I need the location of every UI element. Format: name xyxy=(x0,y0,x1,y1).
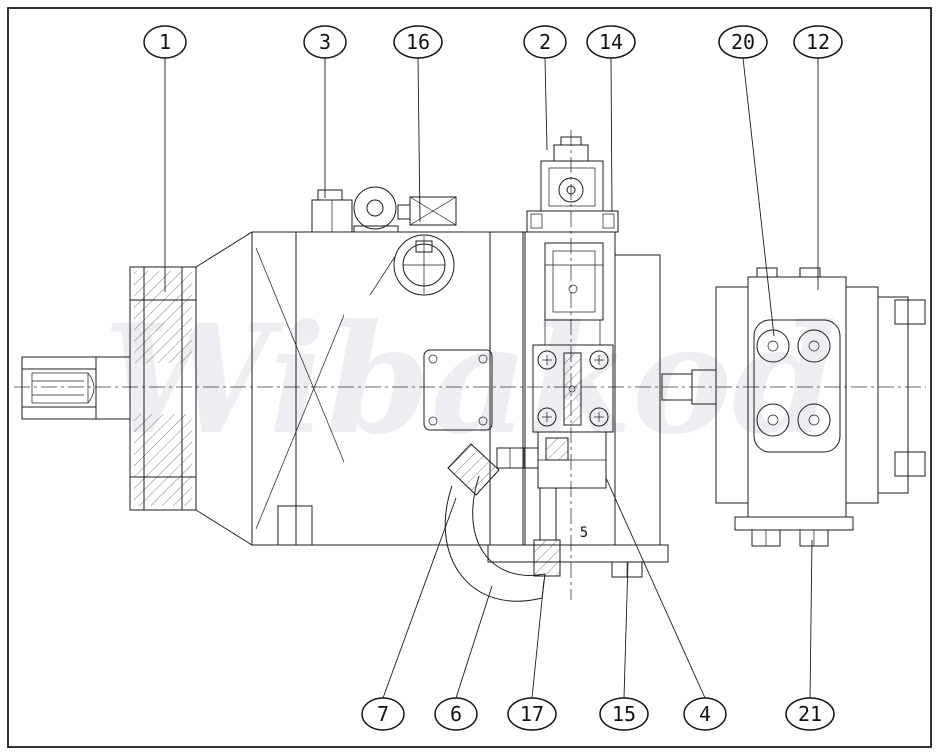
balloon-ellipse xyxy=(599,697,649,731)
balloon-ellipse xyxy=(785,697,835,731)
callout-label: 6 xyxy=(450,702,462,726)
callout-label: 14 xyxy=(599,30,623,54)
callout-balloon-1: 1 xyxy=(143,25,187,59)
centerlines xyxy=(14,130,926,600)
top-mounting-bracket xyxy=(311,189,353,233)
callout-balloon-14: 14 xyxy=(586,25,636,59)
callout-balloon-20: 20 xyxy=(718,25,768,59)
callout-label: 7 xyxy=(377,702,389,726)
callout-label: 20 xyxy=(731,30,755,54)
gear-pump xyxy=(661,267,926,547)
leader-lines xyxy=(164,57,819,699)
callout-label: 12 xyxy=(806,30,830,54)
mounting-flange xyxy=(129,266,197,511)
callout-label: 21 xyxy=(798,702,822,726)
callout-balloon-21: 21 xyxy=(785,697,835,731)
callout-balloon-12: 12 xyxy=(793,25,843,59)
callout-balloon-3: 3 xyxy=(303,25,347,59)
balloon-ellipse xyxy=(793,25,843,59)
top-port-fitting xyxy=(397,196,457,226)
callout-label: 15 xyxy=(612,702,636,726)
balloon-ellipse xyxy=(523,25,567,59)
callout-label: 4 xyxy=(699,702,711,726)
callout-label: 2 xyxy=(539,30,551,54)
balloon-ellipse xyxy=(586,25,636,59)
suction-port xyxy=(369,234,455,296)
sheet-border xyxy=(7,7,932,748)
callout-balloon-17: 17 xyxy=(507,697,557,731)
callout-balloon-16: 16 xyxy=(393,25,443,59)
balloon-ellipse xyxy=(393,25,443,59)
balloon-ellipse xyxy=(434,697,478,731)
callout-balloon-2: 2 xyxy=(523,25,567,59)
callout-label: 1 xyxy=(159,30,171,54)
solenoid-valve xyxy=(526,136,619,233)
balloon-ellipse xyxy=(718,25,768,59)
balloon-ellipse xyxy=(507,697,557,731)
callout-label: 16 xyxy=(406,30,430,54)
callout-label: 3 xyxy=(319,30,331,54)
balloon-ellipse xyxy=(303,25,347,59)
inline-part-number: 5 xyxy=(580,525,588,541)
callout-balloon-6: 6 xyxy=(434,697,478,731)
callout-balloon-7: 7 xyxy=(361,697,405,731)
balloon-ellipse xyxy=(361,697,405,731)
base-plate xyxy=(487,544,669,578)
watermark-text: Wibakod xyxy=(103,292,837,468)
hose-assembly xyxy=(444,443,561,602)
balloon-ellipse xyxy=(143,25,187,59)
service-plate xyxy=(423,349,493,431)
pump-housing xyxy=(195,231,525,546)
callout-label: 17 xyxy=(520,702,544,726)
callout-balloon-15: 15 xyxy=(599,697,649,731)
balloon-ellipse xyxy=(683,697,727,731)
pilot-valve xyxy=(353,186,399,233)
callout-balloon-4: 4 xyxy=(683,697,727,731)
